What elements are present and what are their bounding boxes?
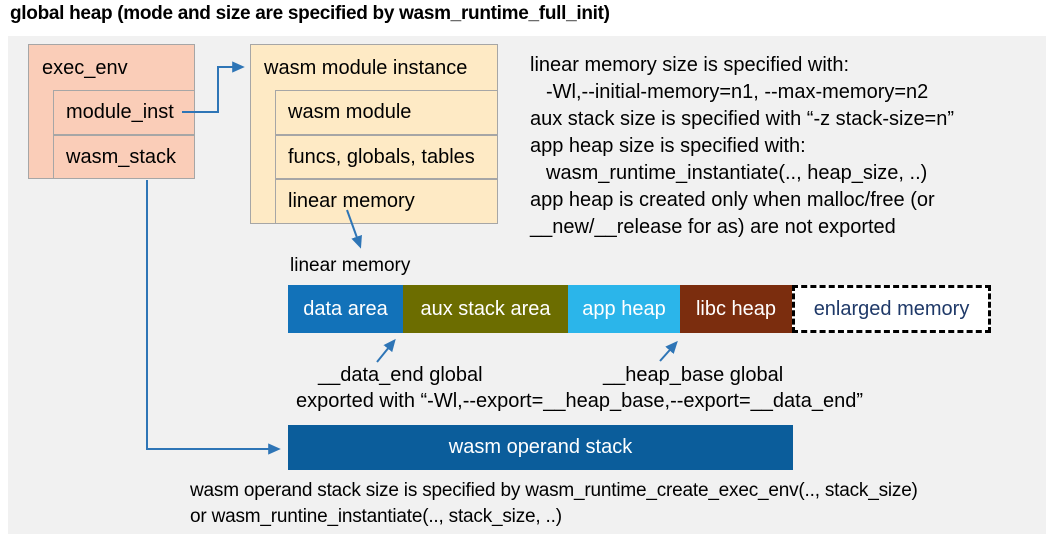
note-line: app heap size is specified with: xyxy=(530,135,806,157)
module-instance-row-linear-memory: linear memory xyxy=(275,179,498,224)
diagram-title: global heap (mode and size are specified… xyxy=(10,3,610,24)
operand-stack-note-1: wasm operand stack size is specified by … xyxy=(190,480,918,501)
exec-env-row-wasm-stack: wasm_stack xyxy=(53,135,195,179)
module-instance-row-funcs-globals-tables: funcs, globals, tables xyxy=(275,135,498,179)
note-line: __new/__release for as) are not exported xyxy=(530,216,896,238)
note-line: aux stack size is specified with “-z sta… xyxy=(530,108,955,130)
segment-enlarged-memory: enlarged memory xyxy=(792,285,991,333)
note-line: linear memory size is specified with: xyxy=(530,54,849,76)
export-note: exported with “-Wl,--export=__heap_base,… xyxy=(296,390,863,412)
data-end-global-label: __data_end global xyxy=(318,364,483,386)
right-notes: linear memory size is specified with: -W… xyxy=(530,52,1050,241)
note-line: -Wl,--initial-memory=n1, --max-memory=n2 xyxy=(546,81,929,103)
wasm-operand-stack-bar: wasm operand stack xyxy=(288,425,793,470)
exec-env-header: exec_env xyxy=(42,56,128,79)
note-line: app heap is created only when malloc/fre… xyxy=(530,189,935,211)
exec-env-row-module-inst: module_inst xyxy=(53,90,195,135)
heap-base-global-label: __heap_base global xyxy=(603,364,784,386)
segment-libc-heap: libc heap xyxy=(680,285,792,333)
segment-aux-stack-area: aux stack area xyxy=(403,285,568,333)
memory-bar: data area aux stack area app heap libc h… xyxy=(288,285,792,333)
module-instance-row-wasm-module: wasm module xyxy=(275,90,498,135)
segment-app-heap: app heap xyxy=(568,285,680,333)
module-instance-header: wasm module instance xyxy=(264,56,468,79)
segment-data-area: data area xyxy=(288,285,403,333)
operand-stack-note-2: or wasm_runtine_instantiate(.., stack_si… xyxy=(190,506,562,527)
linear-memory-label: linear memory xyxy=(290,255,411,276)
note-line: wasm_runtime_instantiate(.., heap_size, … xyxy=(546,162,928,184)
